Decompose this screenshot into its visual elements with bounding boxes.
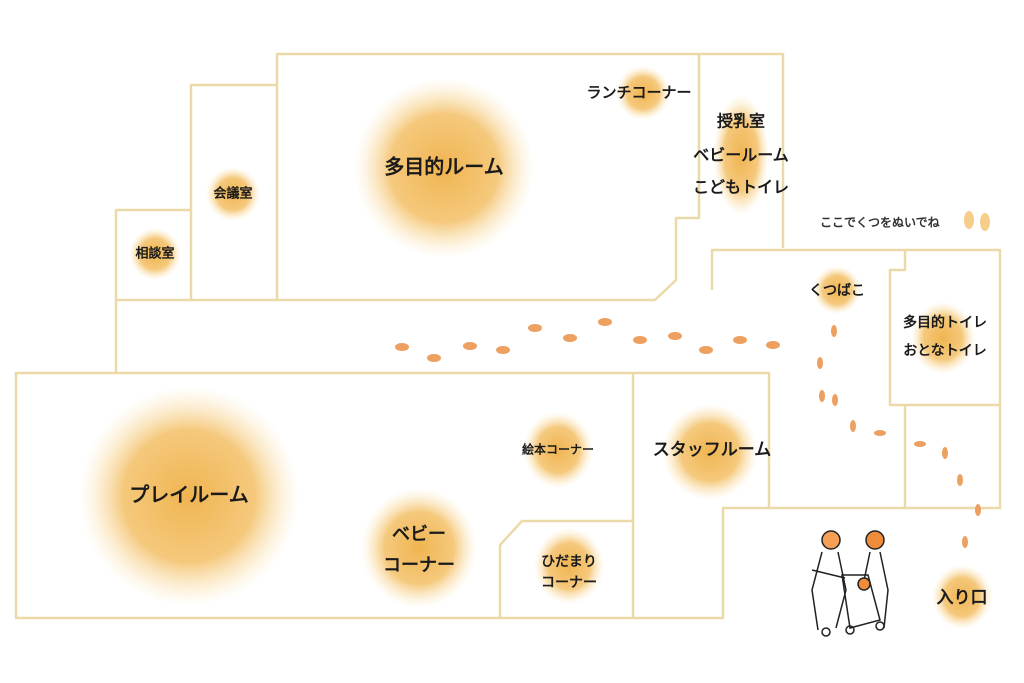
label-baby-corner-line2[interactable]: コーナー [383,555,455,576]
label-sunny-corner-line2[interactable]: コーナー [541,575,597,591]
wall-sunny-corner [498,519,633,618]
label-multipurpose-room[interactable]: 多目的ルーム [384,155,503,179]
label-baby-corner-line1[interactable]: ベビー [392,524,446,545]
wall-multipurpose-room [275,52,785,300]
label-entrance[interactable]: 入り口 [937,588,988,608]
footprints [395,318,981,548]
wall-lunch-divider [116,54,701,302]
label-sunny-corner-line1[interactable]: ひだまり [541,554,597,570]
room-labels: 多目的ルーム ランチコーナー 授乳室 ベビールーム こどもトイレ 会議室 相談室… [129,84,987,609]
wall-lower-block [14,248,1002,620]
shoes-icon [964,211,990,231]
wall-meeting-room [189,83,277,300]
walls [14,52,1002,620]
label-nursing-room[interactable]: 授乳室 [717,112,765,131]
wall-lower-top [116,371,771,508]
label-play-room[interactable]: プレイルーム [129,483,248,507]
wall-toilets [888,250,1000,508]
family-stroller-illustration [811,530,889,637]
label-picture-book-corner[interactable]: 絵本コーナー [522,442,594,457]
label-adult-toilet[interactable]: おとなトイレ [903,343,987,359]
label-lunch-corner[interactable]: ランチコーナー [586,84,691,102]
note-remove-shoes: ここでくつをぬいでね [820,216,940,230]
wall-consultation-room [114,208,191,373]
label-baby-room[interactable]: ベビールーム [693,146,789,165]
label-shoe-rack[interactable]: くつばこ [809,283,865,299]
label-multipurpose-toilet[interactable]: 多目的トイレ [903,314,987,331]
label-consultation-room[interactable]: 相談室 [135,246,174,262]
label-meeting-room[interactable]: 会議室 [213,186,252,202]
glows [79,66,992,629]
label-staff-room[interactable]: スタッフルーム [653,440,772,460]
label-kids-toilet[interactable]: こどもトイレ [693,178,789,197]
